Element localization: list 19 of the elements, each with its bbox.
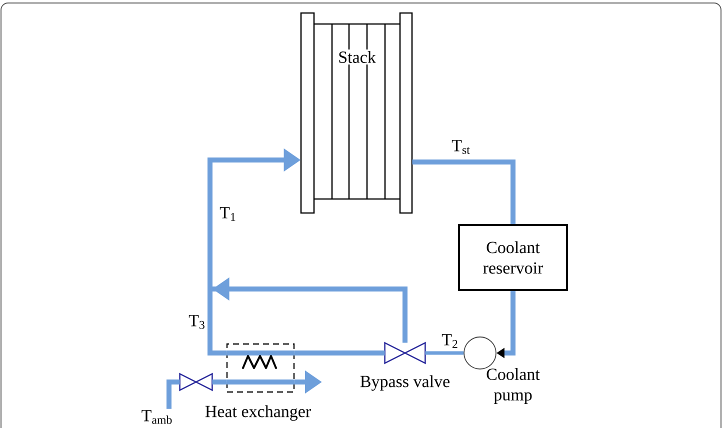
pipe-line (294, 350, 385, 356)
temperature-label: T$_{3}$ (188, 315, 204, 329)
temperature-label: T$_{1}$ (220, 207, 236, 221)
valve-symbol (384, 342, 426, 364)
reservoir-box: Coolant reservoir (458, 224, 568, 291)
temperature-label: T$_{st}$ (452, 140, 470, 154)
component-label: Heat exchanger (205, 405, 311, 421)
heat-exchanger-symbol (226, 343, 295, 393)
pipe-line (412, 160, 516, 224)
pipe-line (425, 351, 464, 355)
pump-symbol (464, 336, 496, 370)
temperature-label: T$_{amb}$ (142, 410, 172, 424)
temperature-label: T$_{2}$ (442, 334, 458, 348)
component-label: Coolant pump (486, 368, 540, 404)
pipe-line (212, 380, 226, 384)
stack-label: Stack (336, 50, 378, 64)
component-label: Bypass valve (360, 375, 450, 391)
pipe-line (166, 380, 180, 409)
valve-symbol (179, 372, 213, 392)
